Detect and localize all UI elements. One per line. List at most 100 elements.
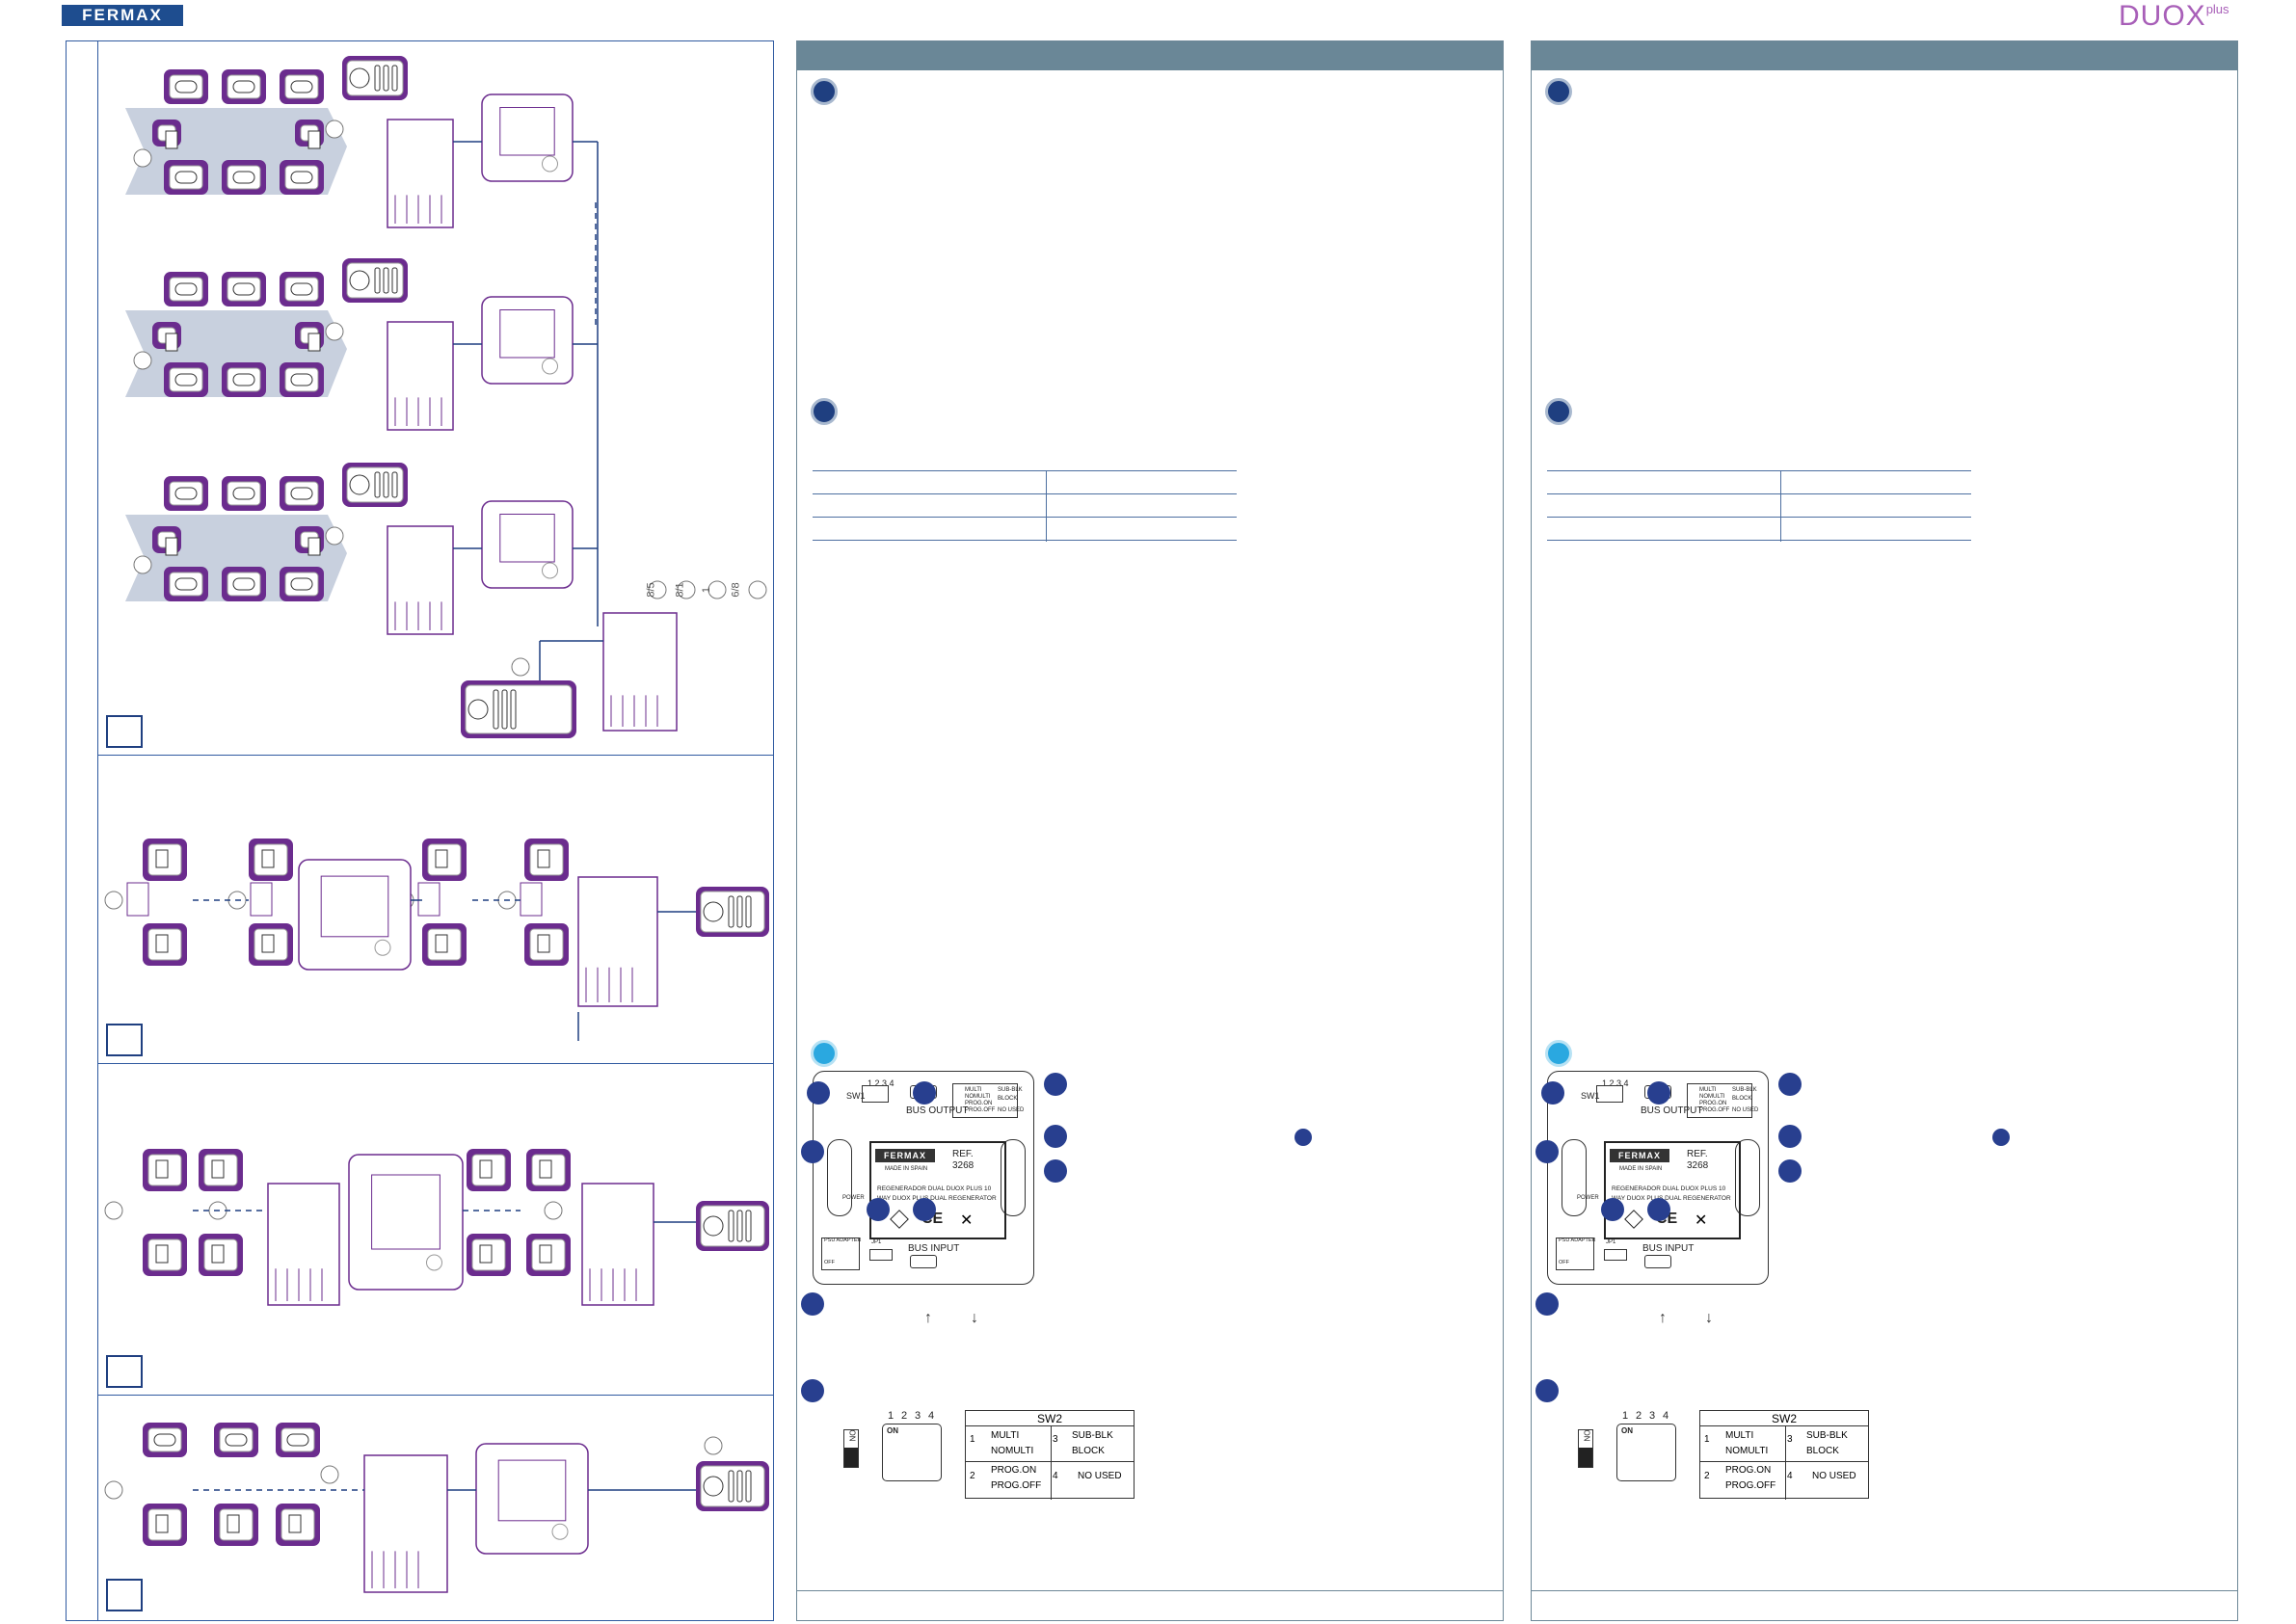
sw2-label: NOMULTI: [1699, 1094, 1725, 1100]
on-label: ON: [1621, 1426, 1633, 1435]
sw2-option: BLOCK: [1806, 1446, 1839, 1456]
door-panel-button: [391, 267, 398, 294]
phone-display: [435, 934, 448, 953]
phone-display: [261, 934, 275, 953]
phone-display: [307, 130, 321, 149]
monitor-handset: [232, 282, 255, 296]
dip-number: 3: [915, 1410, 921, 1422]
panel-footer-line: [1532, 1590, 2237, 1591]
callout-circle: [325, 526, 344, 546]
power-supply: [577, 876, 658, 1007]
regenerator-label: [320, 875, 389, 938]
sw2-title: SW2: [1700, 1411, 1868, 1426]
phone-display: [307, 333, 321, 352]
brand-sup: plus: [2205, 2, 2229, 16]
psu-label: PSU ADAPTER: [1559, 1238, 1596, 1243]
monitor-handset: [290, 171, 313, 184]
door-panel-camera: [703, 1476, 724, 1497]
brand-main: DUOX: [2119, 0, 2206, 32]
on-label: ON: [847, 1429, 857, 1442]
phone-display: [155, 934, 169, 953]
door-panel-button: [493, 689, 499, 730]
monitor-handset: [174, 487, 198, 500]
callout-dot: [801, 1140, 824, 1163]
callout-dot: [1541, 1081, 1564, 1105]
door-panel-button: [728, 1470, 734, 1503]
monitor-handset: [232, 487, 255, 500]
distributor-box: [520, 882, 543, 917]
phone-display: [539, 1159, 552, 1179]
mount-slot: [1562, 1139, 1587, 1216]
door-panel-button: [374, 471, 381, 498]
sw2-num: 1: [1704, 1434, 1710, 1445]
sw2-option: SUB-BLK: [1806, 1430, 1848, 1441]
monitor-handset: [290, 282, 313, 296]
on-label: ON: [887, 1426, 898, 1435]
callout-dot: [1778, 1125, 1802, 1148]
callout-dot: [1778, 1159, 1802, 1183]
installation-diagrams-frame: [66, 40, 774, 1621]
door-panel-button: [391, 471, 398, 498]
product-label: FERMAX REF. 3268 MADE IN SPAIN REGENERAD…: [869, 1141, 1006, 1239]
sw2-label: MULTI: [965, 1087, 982, 1093]
phone-display: [537, 934, 550, 953]
sw2-label: SUB-BLK: [998, 1087, 1023, 1093]
gears-icon: [811, 78, 838, 105]
instruction-panel-1: SW1 1 2 3 4 BUS OUTPUT MULTI NOMULTI PRO…: [796, 40, 1504, 1621]
power-supply: [267, 1183, 340, 1306]
door-panel-button: [745, 1210, 752, 1242]
sw2-option: NOMULTI: [1725, 1446, 1769, 1456]
bus-input-label: BUS INPUT: [1642, 1243, 1695, 1254]
sw2-label: PROG.OFF: [1699, 1107, 1730, 1113]
label-logo: FERMAX: [1610, 1149, 1669, 1162]
callout-circle: [648, 580, 667, 599]
regenerator-label: [499, 309, 555, 359]
door-panel-button: [501, 689, 508, 730]
power-supply: [387, 321, 454, 431]
callout-dot: [1601, 1198, 1624, 1221]
door-panel-button: [745, 895, 752, 928]
door-panel-camera: [349, 474, 370, 495]
phone-display: [211, 1244, 225, 1264]
power-supply: [602, 612, 678, 732]
door-panel-button: [728, 895, 734, 928]
power-supply: [387, 119, 454, 228]
power-supply: [581, 1183, 654, 1306]
on-label: ON: [1582, 1429, 1591, 1442]
mount-slot: [1735, 1139, 1760, 1216]
arrow-down-icon: ↓: [971, 1310, 978, 1326]
ref-number: 3268: [952, 1160, 974, 1171]
monitor-handset: [232, 373, 255, 386]
callout-circle: [704, 1436, 723, 1455]
sw2-option: SUB-BLK: [1072, 1430, 1113, 1441]
instruction-panel-2: SW1 1 2 3 4 BUS OUTPUT MULTI NOMULTI PRO…: [1531, 40, 2238, 1621]
sw2-num: 3: [1053, 1434, 1058, 1445]
callout-circle: [748, 580, 767, 599]
arrow-down-icon: ↓: [1705, 1310, 1713, 1326]
door-panel-camera: [467, 699, 489, 720]
sw2-label: PROG.ON: [1699, 1101, 1727, 1106]
door-panel-button: [383, 267, 389, 294]
dip-label: SW1: [846, 1091, 866, 1101]
callout-dot: [1044, 1125, 1067, 1148]
sw2-num: 2: [970, 1471, 975, 1481]
phone-display: [227, 1514, 240, 1533]
psu-adapter-block: PSU ADAPTER OFF: [821, 1238, 862, 1270]
desc-line: REGENERADOR DUAL DUOX PLUS 10: [1612, 1185, 1726, 1192]
dip-numbers: 1 2 3 4: [1602, 1078, 1629, 1088]
callout-dot: [913, 1081, 936, 1105]
gears-icon: [1545, 78, 1572, 105]
panel-footer-line: [797, 1590, 1503, 1591]
regenerator-led: [551, 1523, 569, 1540]
phone-display: [288, 1514, 302, 1533]
dip-number: 1: [888, 1410, 894, 1422]
network-icon: [811, 1040, 838, 1067]
callout-circle: [133, 351, 152, 370]
sw2-small: MULTI NOMULTI PROG.ON PROG.OFF SUB-BLK B…: [952, 1083, 1024, 1118]
callout-circle: [320, 1465, 339, 1484]
monitor-handset: [232, 171, 255, 184]
callout-dot: [1295, 1129, 1312, 1146]
callout-circle: [133, 148, 152, 168]
sw2-label: NO USED: [998, 1107, 1025, 1113]
callout-dot: [1647, 1198, 1670, 1221]
